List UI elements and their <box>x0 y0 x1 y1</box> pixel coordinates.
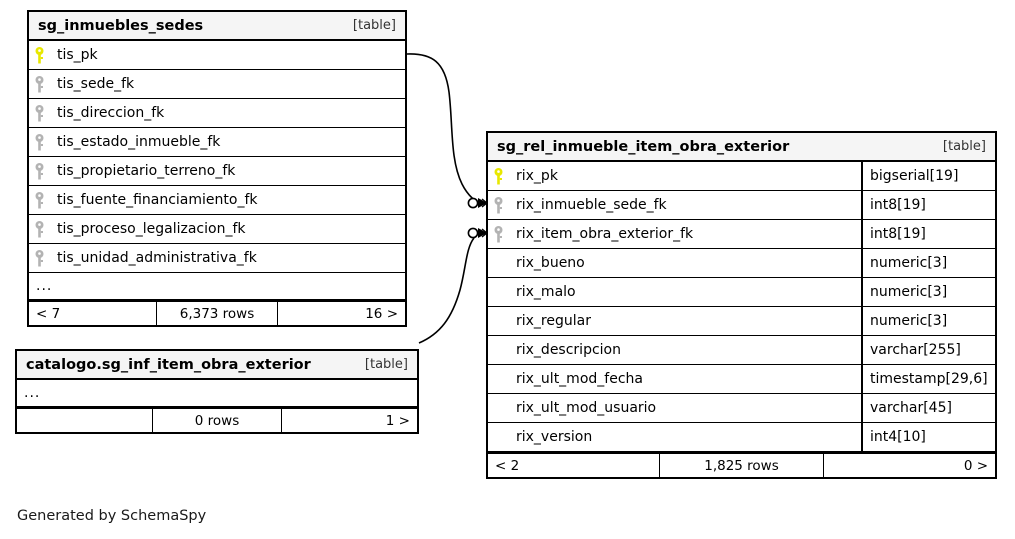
table-title: sg_inmuebles_sedes <box>38 17 204 34</box>
column-name: rix_descripcion <box>516 342 621 358</box>
table-row[interactable]: rix_ult_mod_fecha timestamp[29,6] <box>488 365 995 394</box>
column-name: rix_ult_mod_fecha <box>516 371 643 387</box>
column-indent <box>488 278 508 306</box>
footer-parents-count[interactable]: < 7 <box>36 305 61 322</box>
table-header: sg_rel_inmueble_item_obra_exterior [tabl… <box>488 133 995 162</box>
table-row[interactable]: tis_direccion_fk <box>29 99 405 128</box>
column-indent <box>488 336 508 364</box>
table-row[interactable]: rix_descripcion varchar[255] <box>488 336 995 365</box>
column-indent <box>488 365 508 393</box>
table-title: catalogo.sg_inf_item_obra_exterior <box>26 356 311 373</box>
footer-parents-count[interactable]: < 2 <box>495 457 520 474</box>
column-type: int4[10] <box>861 423 995 451</box>
column-name: rix_ult_mod_usuario <box>516 400 657 416</box>
table-row[interactable]: rix_malo numeric[3] <box>488 278 995 307</box>
column-name: tis_estado_inmueble_fk <box>57 134 221 150</box>
column-name: rix_inmueble_sede_fk <box>516 197 667 213</box>
column-name: tis_pk <box>57 47 98 63</box>
column-type: numeric[3] <box>861 278 995 306</box>
table-catalogo-sg-inf-item-obra-exterior[interactable]: catalogo.sg_inf_item_obra_exterior [tabl… <box>15 349 419 434</box>
footer-children-count[interactable]: 0 > <box>963 457 989 474</box>
key-icon-foreign <box>29 157 49 185</box>
table-footer: < 7 6,373 rows 16 > <box>29 300 405 325</box>
table-row[interactable]: tis_proceso_legalizacion_fk <box>29 215 405 244</box>
table-header: sg_inmuebles_sedes [table] <box>29 12 405 41</box>
table-row[interactable]: rix_bueno numeric[3] <box>488 249 995 278</box>
table-row[interactable]: rix_ult_mod_usuario varchar[45] <box>488 394 995 423</box>
column-type: bigserial[19] <box>861 162 995 190</box>
key-icon-primary <box>488 162 508 190</box>
generated-by-caption: Generated by SchemaSpy <box>17 508 207 524</box>
table-row[interactable]: tis_propietario_terreno_fk <box>29 157 405 186</box>
column-indent <box>488 423 508 451</box>
footer-row-count: 0 rows <box>152 409 282 432</box>
column-name: rix_regular <box>516 313 591 329</box>
footer-row-count: 1,825 rows <box>658 454 825 477</box>
relationship-edge-catalogo <box>418 227 488 344</box>
more-columns-indicator: ... <box>29 273 405 300</box>
table-sg-inmuebles-sedes[interactable]: sg_inmuebles_sedes [table] tis_pk <box>27 10 407 327</box>
more-columns-indicator: ... <box>17 380 417 407</box>
footer-parents-count[interactable] <box>17 409 152 432</box>
column-type: varchar[45] <box>861 394 995 422</box>
column-name: tis_propietario_terreno_fk <box>57 163 236 179</box>
column-name: rix_malo <box>516 284 576 300</box>
table-row[interactable]: rix_inmueble_sede_fk int8[19] <box>488 191 995 220</box>
key-icon-foreign <box>29 244 49 272</box>
table-row[interactable]: tis_unidad_administrativa_fk <box>29 244 405 273</box>
table-row[interactable]: tis_fuente_financiamiento_fk <box>29 186 405 215</box>
column-name: tis_sede_fk <box>57 76 135 92</box>
column-name: rix_bueno <box>516 255 585 271</box>
key-icon-foreign <box>29 99 49 127</box>
key-icon-primary <box>29 41 49 69</box>
column-type: numeric[3] <box>861 307 995 335</box>
column-name: tis_fuente_financiamiento_fk <box>57 192 258 208</box>
table-row[interactable]: rix_pk bigserial[19] <box>488 162 995 191</box>
footer-row-count: 6,373 rows <box>156 302 278 325</box>
column-indent <box>488 249 508 277</box>
table-footer: < 2 1,825 rows 0 > <box>488 452 995 477</box>
column-indent <box>488 307 508 335</box>
column-name: tis_unidad_administrativa_fk <box>57 250 257 266</box>
table-header: catalogo.sg_inf_item_obra_exterior [tabl… <box>17 351 417 380</box>
table-row[interactable]: tis_estado_inmueble_fk <box>29 128 405 157</box>
footer-children-count[interactable]: 1 > <box>385 412 410 429</box>
key-icon-foreign <box>29 186 49 214</box>
column-name: rix_item_obra_exterior_fk <box>516 226 694 242</box>
column-name: tis_direccion_fk <box>57 105 165 121</box>
column-type: varchar[255] <box>861 336 995 364</box>
key-icon-foreign <box>29 215 49 243</box>
table-row[interactable]: rix_regular numeric[3] <box>488 307 995 336</box>
footer-children-count[interactable]: 16 > <box>365 305 398 322</box>
table-row[interactable]: tis_sede_fk <box>29 70 405 99</box>
key-icon-foreign <box>488 191 508 219</box>
column-name: tis_proceso_legalizacion_fk <box>57 221 246 237</box>
table-type-tag: [table] <box>364 357 408 372</box>
table-row[interactable]: tis_pk <box>29 41 405 70</box>
key-icon-foreign <box>488 220 508 248</box>
relationship-edge-inmuebles-sedes <box>406 53 488 209</box>
column-type: timestamp[29,6] <box>861 365 995 393</box>
table-title: sg_rel_inmueble_item_obra_exterior <box>497 138 790 155</box>
column-type: int8[19] <box>861 220 995 248</box>
table-type-tag: [table] <box>942 139 986 154</box>
table-sg-rel-inmueble-item-obra-exterior[interactable]: sg_rel_inmueble_item_obra_exterior [tabl… <box>486 131 997 479</box>
table-footer: 0 rows 1 > <box>17 407 417 432</box>
column-type: int8[19] <box>861 191 995 219</box>
column-name: rix_pk <box>516 168 558 184</box>
table-row[interactable]: rix_item_obra_exterior_fk int8[19] <box>488 220 995 249</box>
table-type-tag: [table] <box>352 18 396 33</box>
column-name: rix_version <box>516 429 593 445</box>
table-row[interactable]: rix_version int4[10] <box>488 423 995 452</box>
column-type: numeric[3] <box>861 249 995 277</box>
column-indent <box>488 394 508 422</box>
key-icon-foreign <box>29 70 49 98</box>
key-icon-foreign <box>29 128 49 156</box>
